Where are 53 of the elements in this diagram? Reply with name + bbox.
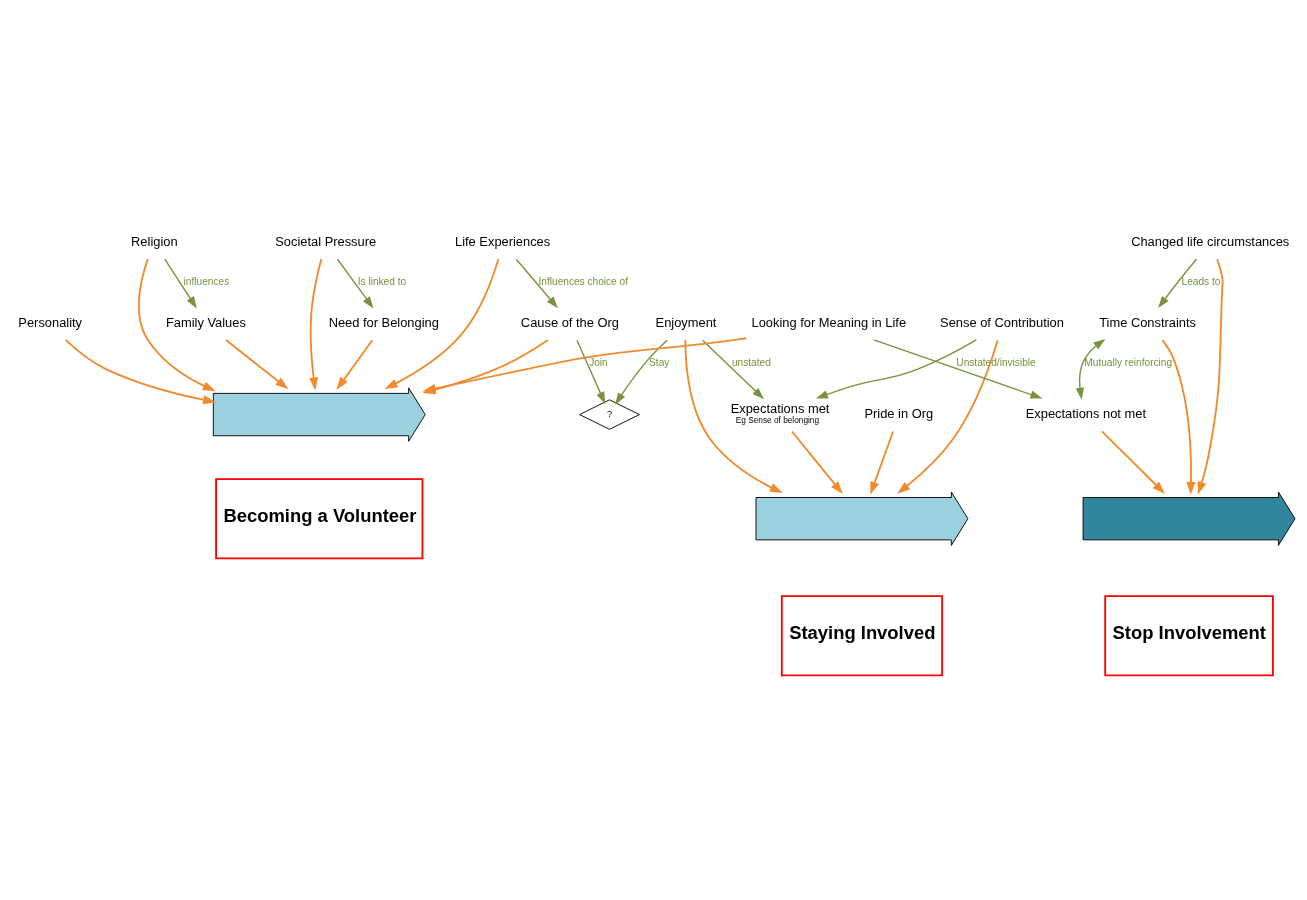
node-box: Stop Involvement [1104, 594, 1274, 676]
node-text: Pride in Org [864, 405, 934, 421]
node-text: Personality [18, 314, 83, 330]
node-text: Societal Pressure [275, 233, 377, 249]
arrow [576, 339, 606, 404]
node-text: Looking for Meaning in Life [751, 314, 907, 330]
edge-label: Leads to [1181, 275, 1221, 287]
edge-label: Is linked to [357, 275, 407, 287]
edge-label: unstated [731, 356, 771, 368]
arrow [1101, 430, 1165, 494]
edge-label: Mutually reinforcing [1084, 356, 1173, 368]
arrow [64, 338, 216, 404]
node-text: Religion [131, 233, 178, 249]
arrow [336, 338, 374, 390]
arrow [615, 339, 668, 405]
arrow [384, 257, 500, 389]
arrow [309, 257, 323, 390]
node-arrow [1082, 491, 1296, 546]
arrow [701, 339, 765, 399]
arrow [1075, 338, 1106, 400]
node-text: Family Values [165, 314, 246, 330]
node-text: Life Experiences [455, 233, 551, 249]
arrow [815, 338, 978, 399]
node-text: Sense of Contribution [940, 314, 1064, 330]
arrow [515, 258, 558, 308]
arrow [897, 338, 999, 494]
node-text: Expectations not met [1025, 405, 1146, 421]
edge-label: Stay [649, 356, 670, 368]
node-text: Need for Belonging [328, 314, 439, 330]
node-text: Changed life circumstances [1131, 233, 1290, 249]
arrow [1197, 257, 1224, 495]
arrow [137, 257, 216, 391]
node-arrow [755, 491, 969, 546]
edge-label: Join [589, 356, 608, 368]
arrow [1158, 257, 1198, 308]
arrow [225, 338, 289, 389]
node-box: Becoming a Volunteer [215, 477, 424, 559]
arrow [791, 430, 843, 494]
edge-label: influences [183, 275, 230, 287]
arrow [164, 258, 197, 308]
arrow [870, 430, 894, 495]
node-text: Time Constraints [1099, 314, 1196, 330]
arrow [1161, 338, 1196, 495]
arrow [684, 338, 783, 493]
arrow [873, 338, 1043, 399]
node-text: Expectations met [730, 400, 830, 416]
node-diamond: ? [579, 398, 640, 430]
node-text: Enjoyment [655, 314, 717, 330]
node-text: Cause of the Org [520, 314, 619, 330]
arrow [336, 258, 374, 308]
node-box: Staying Involved [780, 594, 944, 676]
node-arrow [212, 386, 426, 442]
edge-label: Influences choice of [538, 275, 628, 287]
